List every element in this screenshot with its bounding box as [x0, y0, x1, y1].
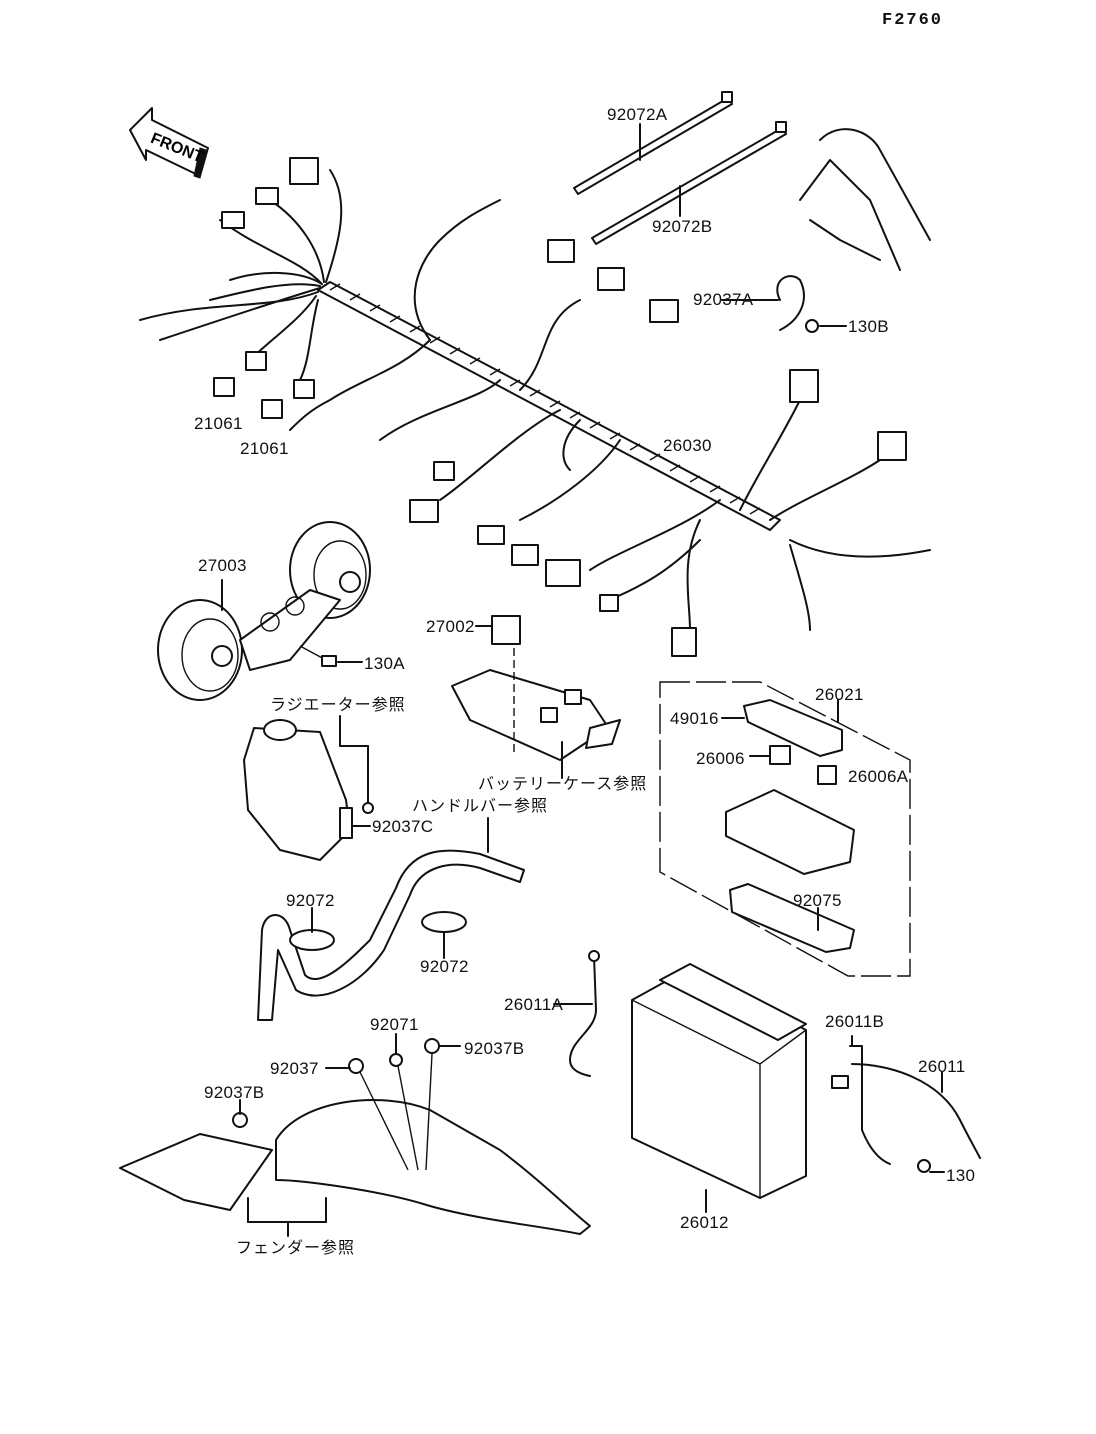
part-label-26011[interactable]: 26011 [918, 1057, 966, 1076]
cable-ties [573, 91, 787, 245]
part-label-130B[interactable]: 130B [848, 317, 889, 336]
part-label-26006[interactable]: 26006 [696, 749, 745, 768]
ref-handlebar: ハンドルバー参照 [412, 796, 549, 815]
part-label-26021[interactable]: 26021 [815, 685, 864, 704]
fender-art [119, 1033, 591, 1237]
front-arrow-icon: FRONT [129, 107, 209, 179]
relay-battery-case-art [451, 615, 621, 779]
part-label-92072-1[interactable]: 92072 [286, 891, 335, 910]
part-label-130A[interactable]: 130A [364, 654, 405, 673]
part-label-26011B[interactable]: 26011B [825, 1012, 885, 1031]
battery-art [631, 963, 807, 1213]
part-label-92071[interactable]: 92071 [370, 1015, 419, 1034]
part-label-92037B-right[interactable]: 92037B [464, 1039, 525, 1058]
horn-assembly-art [157, 521, 371, 701]
ref-battery-case: バッテリーケース参照 [478, 774, 648, 793]
part-label-92075[interactable]: 92075 [793, 891, 842, 910]
battery-leads-art [553, 950, 981, 1173]
figure-code: F2760 [882, 11, 944, 30]
part-label-27002[interactable]: 27002 [426, 617, 475, 636]
part-label-26012[interactable]: 26012 [680, 1213, 729, 1232]
part-label-92037B-left[interactable]: 92037B [204, 1083, 265, 1102]
part-label-92072A[interactable]: 92072A [607, 105, 668, 124]
ref-radiator: ラジエーター参照 [270, 695, 406, 714]
part-label-49016[interactable]: 49016 [670, 709, 719, 728]
part-label-92037A[interactable]: 92037A [693, 290, 754, 309]
fuse-box-group-art [659, 681, 911, 977]
part-label-21061-2[interactable]: 21061 [240, 439, 289, 458]
part-label-26030[interactable]: 26030 [663, 436, 712, 455]
handlebar-art [257, 817, 525, 1021]
part-label-92072-2[interactable]: 92072 [420, 957, 469, 976]
connectors [213, 157, 907, 657]
ref-fender: フェンダー参照 [236, 1238, 356, 1257]
part-label-21061-1[interactable]: 21061 [194, 414, 243, 433]
part-label-26006A[interactable]: 26006A [848, 767, 909, 786]
part-label-92037[interactable]: 92037 [270, 1059, 319, 1078]
part-label-92037C[interactable]: 92037C [372, 817, 434, 836]
part-label-26011A[interactable]: 26011A [504, 995, 564, 1014]
part-label-27003[interactable]: 27003 [198, 556, 247, 575]
part-label-130[interactable]: 130 [946, 1166, 976, 1185]
frame-clamp [721, 128, 931, 333]
reservoir-art [243, 715, 374, 861]
part-label-92072B[interactable]: 92072B [652, 217, 713, 236]
